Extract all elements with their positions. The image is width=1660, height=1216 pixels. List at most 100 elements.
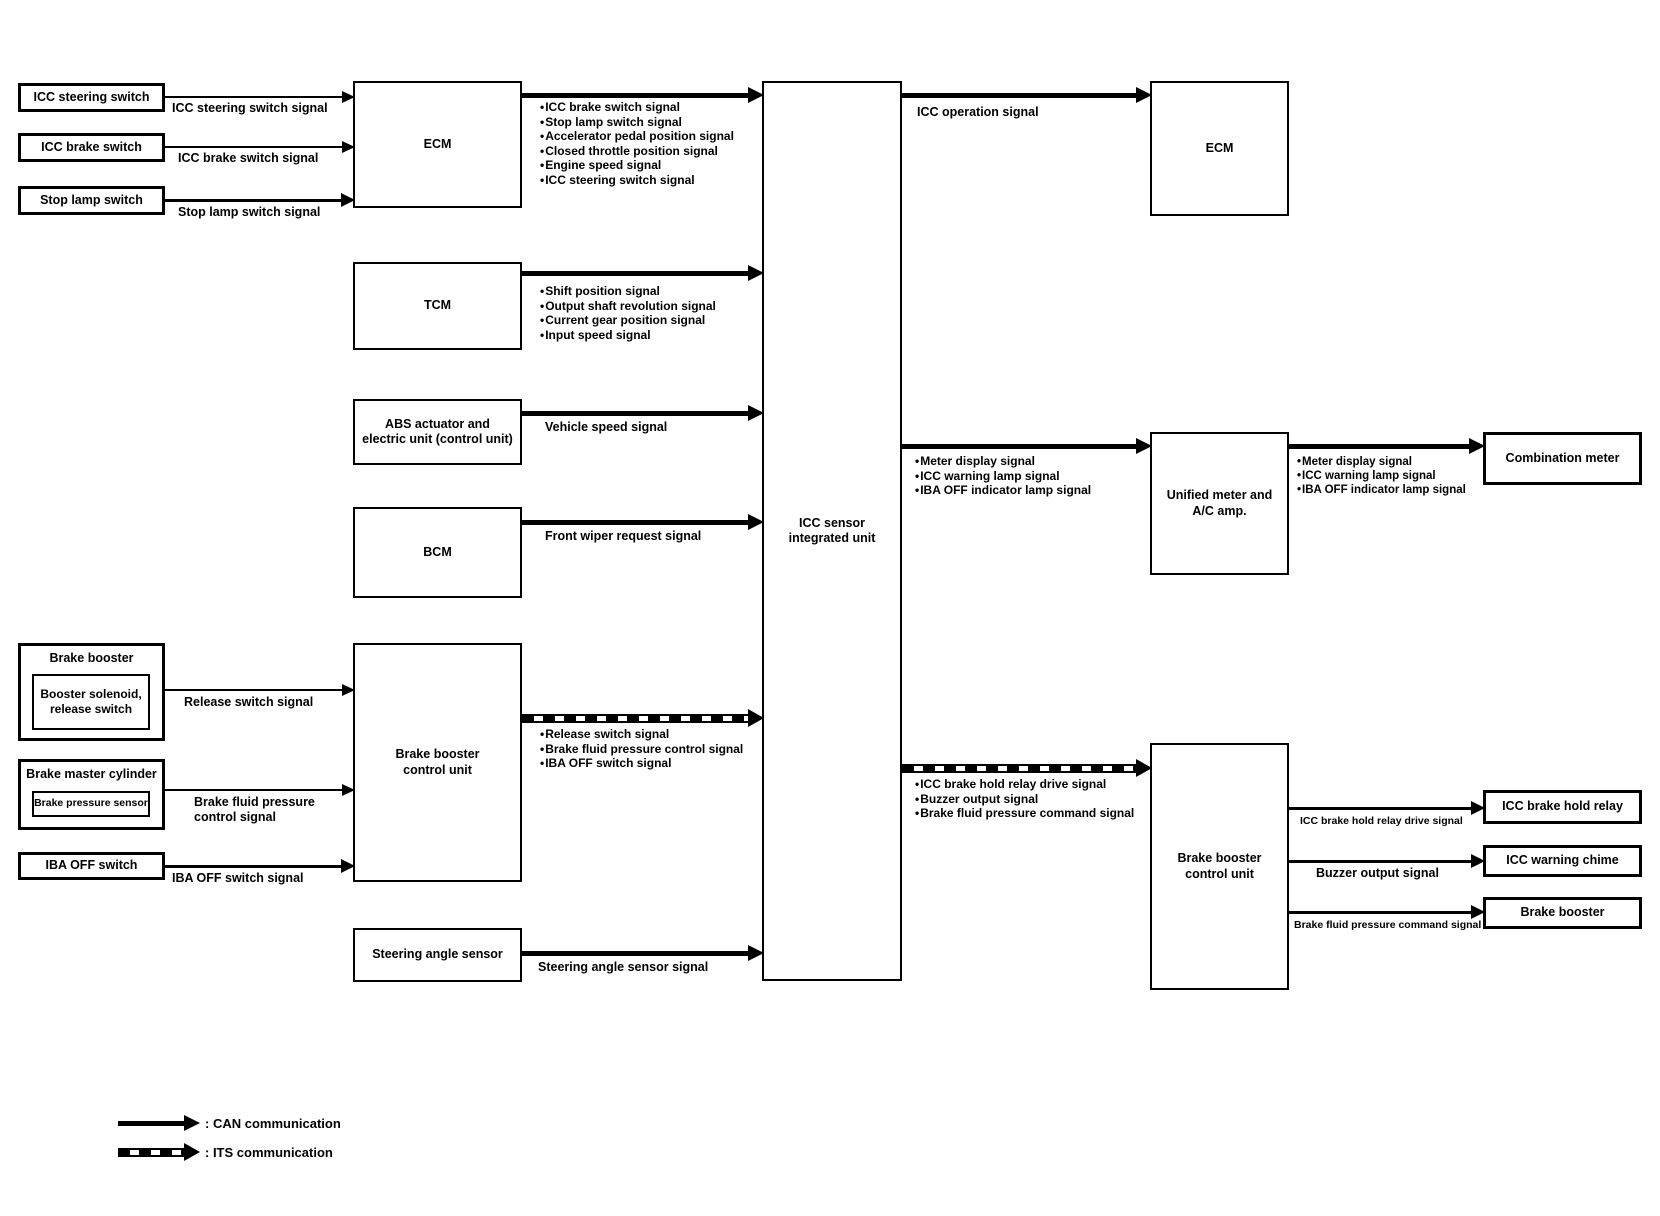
signal-item: Stop lamp switch signal bbox=[540, 115, 734, 130]
arrow-shaft bbox=[522, 519, 748, 525]
node-icc-steering-switch: ICC steering switch bbox=[18, 83, 165, 112]
signal-list-bbcu-to-icc: Release switch signal Brake fluid pressu… bbox=[540, 727, 743, 771]
label-front-wiper-request-signal: Front wiper request signal bbox=[545, 529, 702, 543]
arrow-brake-hold-relay-drive bbox=[1289, 799, 1485, 817]
legend-its-label: : ITS communication bbox=[205, 1145, 333, 1160]
arrowhead-icon bbox=[748, 87, 764, 103]
node-icc-warning-chime: ICC warning chime bbox=[1483, 845, 1642, 877]
signal-item: Buzzer output signal bbox=[915, 792, 1134, 807]
arrowhead-icon bbox=[748, 945, 764, 961]
arrow-icc-operation-signal-can bbox=[902, 86, 1152, 104]
arrowhead-icon bbox=[1136, 87, 1152, 103]
node-brake-booster-group: Brake booster Booster solenoid, release … bbox=[18, 643, 165, 741]
signal-item: Closed throttle position signal bbox=[540, 144, 734, 159]
arrow-unified-meter-to-combination-can bbox=[1289, 437, 1485, 455]
arrow-icc-brake-switch-signal bbox=[165, 138, 355, 156]
node-iba-off-switch: IBA OFF switch bbox=[18, 852, 165, 880]
node-icc-sensor-integrated-unit: ICC sensor integrated unit bbox=[762, 81, 902, 981]
arrow-shaft bbox=[118, 1120, 184, 1126]
signal-item: Output shaft revolution signal bbox=[540, 299, 716, 314]
arrow-brake-fluid-pressure-command bbox=[1289, 903, 1485, 921]
arrow-shaft bbox=[118, 1147, 184, 1157]
signal-item: Meter display signal bbox=[1297, 455, 1466, 469]
label-brake-fluid-pressure-control-signal: Brake fluid pressure control signal bbox=[194, 795, 315, 824]
arrow-icc-to-bbcu-its bbox=[902, 759, 1152, 777]
arrowhead-icon bbox=[342, 141, 355, 153]
signal-list-icc-to-bbcu: ICC brake hold relay drive signal Buzzer… bbox=[915, 777, 1134, 821]
node-brake-booster-control-unit-right: Brake booster control unit bbox=[1150, 743, 1289, 990]
signal-item: ICC warning lamp signal bbox=[915, 469, 1091, 484]
arrowhead-icon bbox=[342, 684, 355, 696]
label-brake-fluid-pressure-command-signal: Brake fluid pressure command signal bbox=[1294, 919, 1482, 931]
arrow-shaft bbox=[1289, 910, 1471, 914]
arrow-shaft bbox=[522, 410, 748, 416]
arrow-release-switch-signal bbox=[165, 681, 355, 699]
signal-list-meter-to-combination: Meter display signal ICC warning lamp si… bbox=[1297, 455, 1466, 498]
arrow-tcm-to-icc-can bbox=[522, 264, 764, 282]
arrow-shaft bbox=[902, 92, 1136, 98]
node-unified-meter-ac-amp: Unified meter and A/C amp. bbox=[1150, 432, 1289, 575]
label-steering-angle-sensor-signal: Steering angle sensor signal bbox=[538, 960, 709, 974]
arrow-abs-to-icc-can bbox=[522, 404, 764, 422]
arrowhead-icon bbox=[748, 514, 764, 530]
arrow-brake-fluid-pressure-control-signal bbox=[165, 781, 355, 799]
brake-master-cylinder-group-title: Brake master cylinder bbox=[26, 767, 157, 781]
node-bcm: BCM bbox=[353, 507, 522, 598]
label-iba-off-switch-signal: IBA OFF switch signal bbox=[172, 871, 304, 885]
arrowhead-icon bbox=[1471, 905, 1485, 919]
node-brake-pressure-sensor: Brake pressure sensor bbox=[32, 791, 150, 817]
signal-item: Meter display signal bbox=[915, 454, 1091, 469]
node-icc-brake-hold-relay: ICC brake hold relay bbox=[1483, 790, 1642, 824]
legend-can-arrow-icon bbox=[118, 1114, 200, 1132]
node-ecm-right: ECM bbox=[1150, 81, 1289, 216]
arrow-shaft bbox=[522, 713, 748, 723]
signal-list-tcm-to-icc: Shift position signal Output shaft revol… bbox=[540, 284, 716, 342]
arrow-shaft bbox=[522, 270, 748, 276]
arrow-shaft bbox=[165, 198, 341, 202]
arrow-iba-off-switch-signal bbox=[165, 857, 355, 875]
label-icc-steering-switch-signal: ICC steering switch signal bbox=[172, 101, 328, 115]
label-buzzer-output-signal: Buzzer output signal bbox=[1316, 866, 1439, 880]
arrowhead-icon bbox=[341, 193, 355, 207]
arrow-ecm-to-icc-can bbox=[522, 86, 764, 104]
signal-list-ecm-to-icc: ICC brake switch signal Stop lamp switch… bbox=[540, 100, 734, 188]
arrow-buzzer-output bbox=[1289, 852, 1485, 870]
arrow-shaft bbox=[522, 950, 748, 956]
label-icc-brake-hold-relay-drive-signal: ICC brake hold relay drive signal bbox=[1300, 815, 1463, 827]
signal-item: Shift position signal bbox=[540, 284, 716, 299]
label-icc-operation-signal: ICC operation signal bbox=[917, 105, 1039, 119]
signal-item: Release switch signal bbox=[540, 727, 743, 742]
arrow-icc-steering-switch-signal bbox=[165, 88, 355, 106]
arrow-bbcu-to-icc-its bbox=[522, 709, 764, 727]
signal-item: Brake fluid pressure control signal bbox=[540, 742, 743, 757]
node-brake-booster-control-unit-left: Brake booster control unit bbox=[353, 643, 522, 882]
node-ecm-left: ECM bbox=[353, 81, 522, 208]
node-stop-lamp-switch: Stop lamp switch bbox=[18, 186, 165, 215]
arrowhead-icon bbox=[748, 265, 764, 281]
node-brake-master-cylinder-group: Brake master cylinder Brake pressure sen… bbox=[18, 759, 165, 830]
arrowhead-icon bbox=[341, 859, 355, 873]
legend-its-arrow-icon bbox=[118, 1143, 200, 1161]
signal-item: Brake fluid pressure command signal bbox=[915, 806, 1134, 821]
arrowhead-icon bbox=[748, 709, 764, 727]
arrow-shaft bbox=[165, 789, 342, 791]
node-abs-actuator-unit: ABS actuator and electric unit (control … bbox=[353, 399, 522, 465]
signal-item: IBA OFF switch signal bbox=[540, 756, 743, 771]
arrowhead-icon bbox=[342, 784, 355, 796]
arrowhead-icon bbox=[184, 1115, 200, 1131]
label-vehicle-speed-signal: Vehicle speed signal bbox=[545, 420, 668, 434]
arrowhead-icon bbox=[1136, 438, 1152, 454]
node-steering-angle-sensor: Steering angle sensor bbox=[353, 928, 522, 982]
signal-item: ICC brake switch signal bbox=[540, 100, 734, 115]
legend-can-label: : CAN communication bbox=[205, 1116, 341, 1131]
arrowhead-icon bbox=[1471, 854, 1485, 868]
arrow-icc-to-unified-meter-can bbox=[902, 437, 1152, 455]
label-icc-brake-switch-signal: ICC brake switch signal bbox=[178, 151, 319, 165]
signal-item: ICC warning lamp signal bbox=[1297, 469, 1466, 483]
brake-booster-group-title: Brake booster bbox=[49, 651, 134, 665]
arrow-shaft bbox=[1289, 806, 1471, 810]
arrowhead-icon bbox=[184, 1143, 200, 1161]
signal-list-icc-to-meter: Meter display signal ICC warning lamp si… bbox=[915, 454, 1091, 498]
label-release-switch-signal: Release switch signal bbox=[184, 695, 314, 709]
